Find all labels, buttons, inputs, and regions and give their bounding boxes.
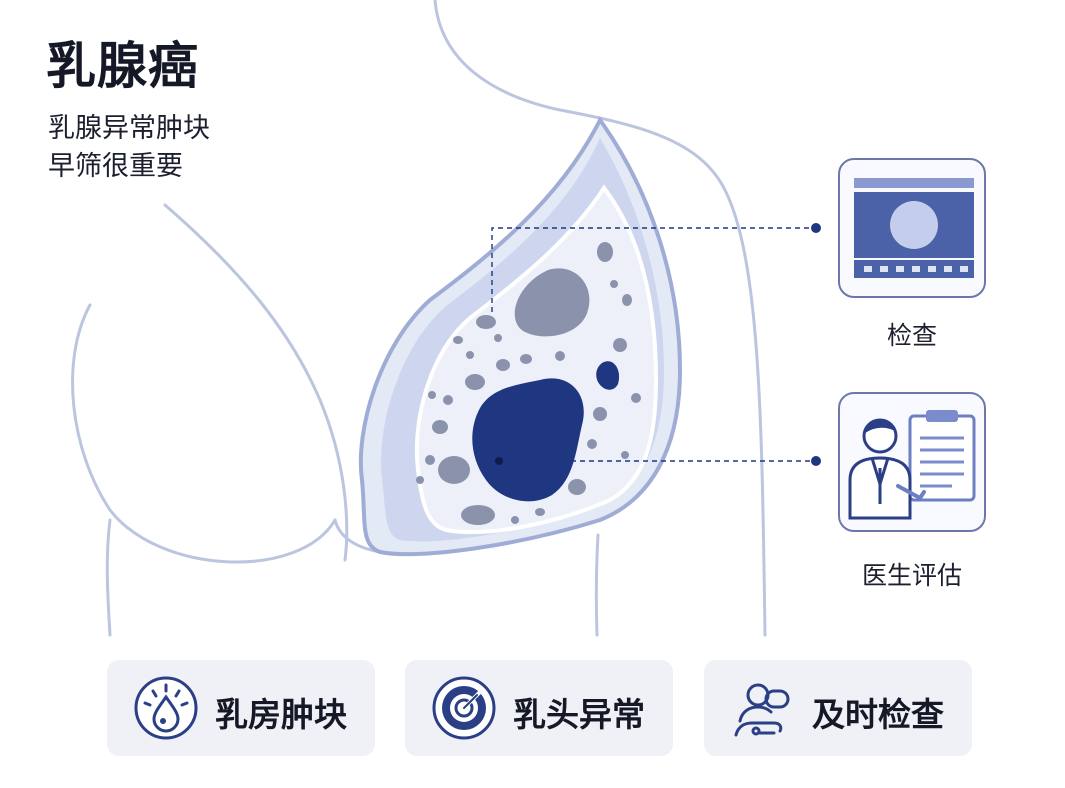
page-title: 乳腺癌 [46, 37, 199, 95]
benign-lumps [416, 242, 641, 525]
connector-dot [495, 457, 503, 465]
breast-lump-label: 乳房肿块 [215, 695, 347, 734]
exam-card[interactable] [838, 158, 986, 298]
tumor [472, 361, 620, 502]
timely-check-label: 及时检查 [812, 695, 944, 734]
exam-label: 检查 [886, 321, 937, 350]
nipple-abnormality-item[interactable]: 乳头异常 [405, 660, 673, 756]
consultation-icon [734, 683, 790, 737]
connector-lines [491, 227, 815, 462]
body-outline [71, 0, 767, 637]
doctor-assessment-card[interactable] [838, 392, 986, 532]
breast-lump-item[interactable]: 乳房肿块 [107, 660, 375, 756]
doctor-assessment-label: 医生评估 [861, 561, 962, 590]
doctor-clipboard-icon [848, 410, 976, 520]
droplet-lump-icon [134, 676, 198, 740]
target-nipple-icon [432, 676, 496, 740]
timely-check-item[interactable]: 及时检查 [704, 660, 972, 756]
connector-dot [811, 456, 821, 466]
subtitle-line-2: 早筛很重要 [48, 151, 183, 182]
subtitle: 乳腺异常肿块 早筛很重要 [48, 110, 248, 186]
breast-cross-section [358, 116, 683, 557]
subtitle-line-1: 乳腺异常肿块 [48, 113, 210, 144]
connector-dot [811, 223, 821, 233]
ultrasound-screen-icon [854, 178, 974, 278]
nipple-abnormality-label: 乳头异常 [513, 695, 645, 734]
